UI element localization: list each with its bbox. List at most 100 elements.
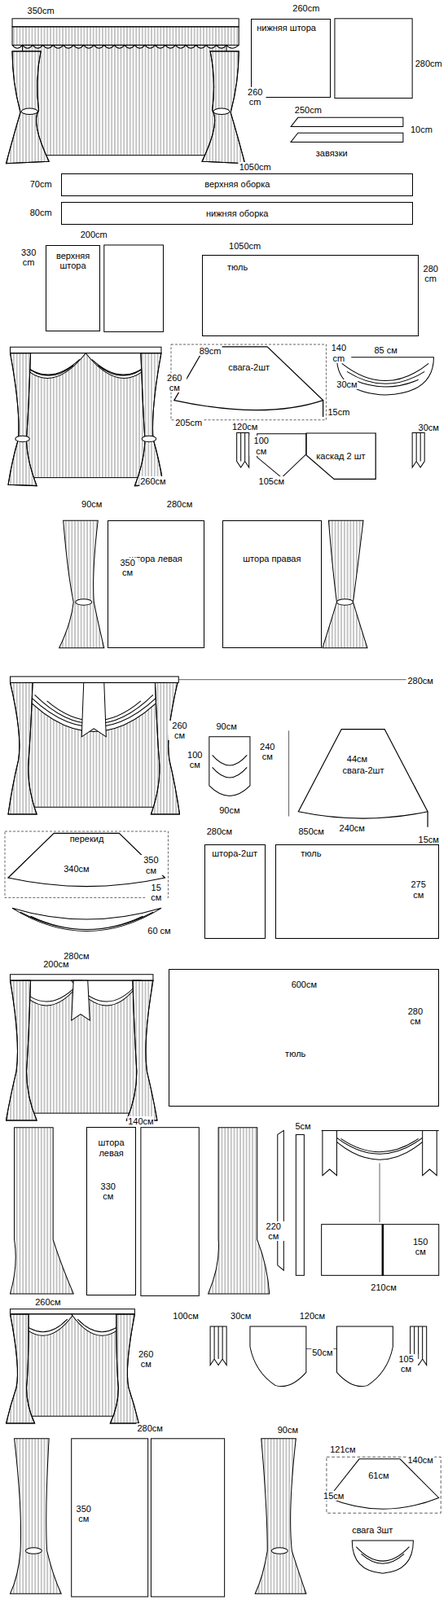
dimension-label: 240 см [254, 742, 280, 762]
dimension-label: 5см [294, 1121, 312, 1132]
piece-name: верхняя оборка [204, 179, 270, 190]
dimension-label: 280см [166, 499, 194, 510]
piece-name: верхняя штора [48, 250, 97, 272]
dimension-label: 350 см [72, 1504, 95, 1525]
pattern-shape: свага-2шт [295, 726, 431, 824]
curtain-drawing [10, 1128, 440, 1297]
dimension-label: 275 см [406, 879, 431, 900]
dimension-label: 15см [322, 1491, 345, 1502]
curtain-drawing [6, 975, 158, 1121]
dimension-label: 89cm [198, 346, 223, 356]
dimension-label: 260 см [162, 373, 187, 393]
dimension-label: 250cm [294, 105, 323, 115]
dimension-label: 260 cm [244, 87, 267, 107]
dimension-label: 330 cm [17, 247, 40, 268]
curtain-drawing [6, 18, 246, 164]
dimension-label: 15cm [326, 407, 351, 418]
dimension-label: 280см [406, 676, 434, 686]
dimension-label: 205cm [174, 417, 203, 428]
piece-name: нижняя оборка [206, 208, 268, 220]
dimension-label: 850см [297, 826, 325, 837]
dimension-label: 44см [346, 754, 369, 765]
pattern-piece: штора левая [107, 520, 205, 649]
dimension-label: 10cm [409, 124, 434, 135]
dimension-label: 30см [229, 1311, 252, 1322]
dimension-label: 105 см [394, 1354, 419, 1375]
dimension-label: 280 см [403, 1006, 428, 1027]
dimension-label: 260 см [167, 720, 193, 741]
dimension-label: 30см [417, 422, 440, 433]
dimension-label: 121см [329, 1445, 356, 1455]
piece-name: перекид [70, 834, 105, 845]
swag-piece [12, 908, 162, 932]
curtain-drawing [10, 1439, 307, 1598]
dimension-label: свага 3шт [351, 1525, 394, 1536]
piece-name: каскад 2 шт [316, 451, 365, 462]
dimension-label: 120см [298, 1311, 326, 1322]
dimension-label: 350 см [116, 557, 139, 577]
dimension-label: 90см [218, 805, 241, 816]
dimension-label: 140см [406, 1455, 434, 1466]
piece-name: свага-2шт [342, 765, 385, 777]
dimension-label: 140 cm [326, 342, 352, 363]
dimension-label: 150 см [408, 1237, 433, 1257]
piece-outline [171, 344, 326, 421]
jabot-piece [209, 730, 290, 817]
dimension-label: 61см [367, 1471, 390, 1481]
pattern-piece: штора левая [86, 1127, 136, 1296]
dimension-label: 210см [369, 1282, 397, 1293]
pattern-piece [210, 1326, 427, 1388]
pattern-piece: штора-2шт [204, 844, 266, 939]
swag-piece [326, 1457, 441, 1574]
dimension-label: 90см [215, 721, 238, 732]
dimension-label: 240см [338, 823, 366, 834]
dimension-label: 15см [417, 834, 440, 845]
dimension-label: 100 см [183, 750, 208, 770]
piece-name: тюль [227, 262, 248, 273]
dimension-label: 50см [311, 1348, 334, 1358]
pattern-shape: свага-2шт [171, 344, 326, 421]
pattern-piece: нижняя штора [250, 18, 331, 99]
dimension-label: завязки [315, 148, 349, 159]
pattern-piece: нижняя оборка [61, 202, 413, 225]
dimension-label: 280cm [414, 58, 444, 69]
dimension-label: 260см [139, 476, 167, 487]
piece-name: штора-2шт [211, 848, 258, 860]
dimension-label: 100 см [249, 435, 274, 456]
pattern-shape: каскад 2 шт [306, 433, 376, 479]
dimension-label: 330 см [96, 1181, 121, 1202]
dimension-label: 340см [62, 864, 90, 875]
curtain-drawing [59, 520, 368, 649]
pattern-piece: тюль [202, 254, 419, 337]
dimension-label: 200см [42, 959, 70, 970]
dimension-label: 1050cm [238, 162, 273, 172]
pattern-piece: верхняя оборка [61, 173, 413, 197]
dimension-label: 70cm [29, 178, 53, 189]
piece-name: тюль [300, 848, 321, 860]
dimension-label: 200cm [79, 229, 109, 240]
piece-name: тюль [285, 1049, 306, 1060]
dimension-label: 260см [34, 1297, 62, 1308]
curtain-drawing [8, 346, 163, 486]
dimension-label: 280 cm [419, 263, 442, 284]
dimension-label: 120см [231, 421, 259, 432]
dimension-label: 350cm [26, 4, 56, 15]
dimension-label: 1050cm [228, 241, 262, 251]
pattern-piece: верхняя штора [45, 245, 100, 332]
dimension-label: 260 см [133, 1349, 159, 1370]
dimension-label: 600см [290, 979, 318, 990]
dimension-label: 140см [127, 1116, 154, 1127]
pattern-piece: штора правая [222, 520, 322, 649]
dimension-label: 105см [258, 476, 286, 487]
piece-name: штора правая [242, 553, 301, 565]
dimension-label: 260cm [291, 3, 321, 14]
dimension-label: 90см [276, 1425, 299, 1436]
dimension-label: 280см [136, 1423, 163, 1434]
dimension-label: 30см [335, 379, 358, 390]
dimension-label: 15 см [144, 882, 167, 903]
dimension-label: 350 см [139, 855, 164, 875]
piece-name: свага-2шт [228, 362, 270, 374]
piece-name: нижняя штора [256, 22, 317, 34]
dimension-label: 80cm [29, 207, 53, 218]
